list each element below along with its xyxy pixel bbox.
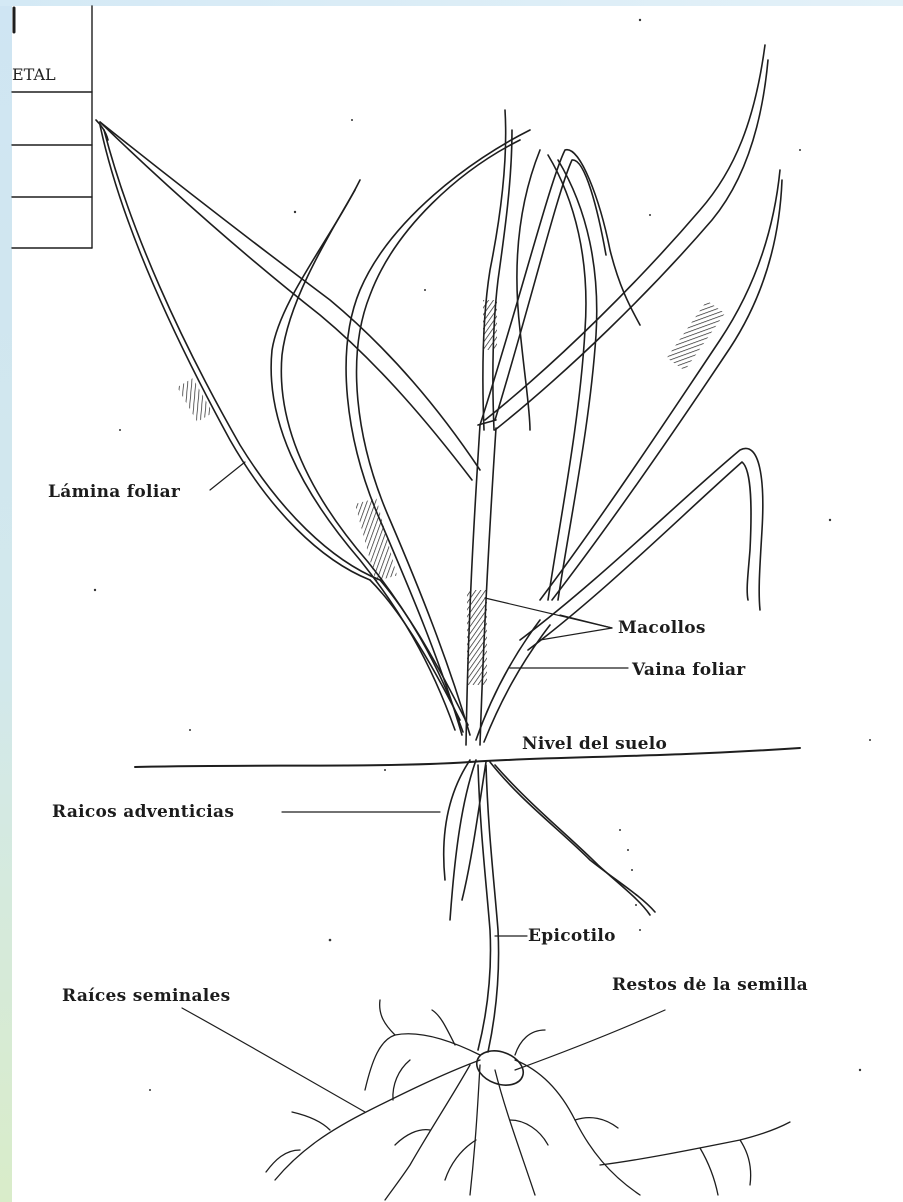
leader-restos: [515, 1010, 665, 1070]
leaf-right-arch: [480, 150, 640, 425]
speckle-dots: [94, 19, 871, 1091]
label-raices-seminales: Raíces seminales: [62, 986, 231, 1006]
main-stem: [466, 420, 496, 745]
table-fragment-text: ETAL: [12, 65, 56, 84]
leader-macollos-3: [560, 615, 612, 628]
label-restos-de-la-semilla: Restos de la semilla: [612, 975, 808, 995]
label-epicotilo: Epicotilo: [528, 926, 616, 946]
leader-lamina: [210, 462, 245, 490]
leaf-crossing: [517, 150, 597, 600]
main-stem-hatch: [467, 590, 487, 685]
leaf-arch-center: [346, 130, 530, 735]
leader-macollos-2: [540, 628, 612, 640]
leaf-center-hatch: [483, 300, 497, 350]
leaf-right-hatch: [667, 301, 725, 371]
leaf-upper-left: [96, 120, 480, 480]
adventitious-roots: [444, 760, 655, 920]
label-vaina-foliar: Vaina foliar: [631, 660, 746, 680]
leader-lines: [182, 462, 665, 1112]
top-margin-strip: [0, 0, 903, 6]
left-margin-strip: [0, 0, 12, 1202]
leader-seminales: [182, 1008, 365, 1112]
leaf-upper-right: [485, 45, 768, 430]
epicotyl: [478, 765, 499, 1052]
tiller-sheaths: [476, 620, 550, 742]
label-nivel-del-suelo: Nivel del suelo: [522, 734, 667, 754]
label-raicos-adventicias: Raicos adventicias: [52, 802, 234, 822]
label-macollos: Macollos: [618, 618, 706, 638]
partial-table: [12, 6, 92, 248]
label-lamina-foliar: Lámina foliar: [48, 482, 181, 502]
